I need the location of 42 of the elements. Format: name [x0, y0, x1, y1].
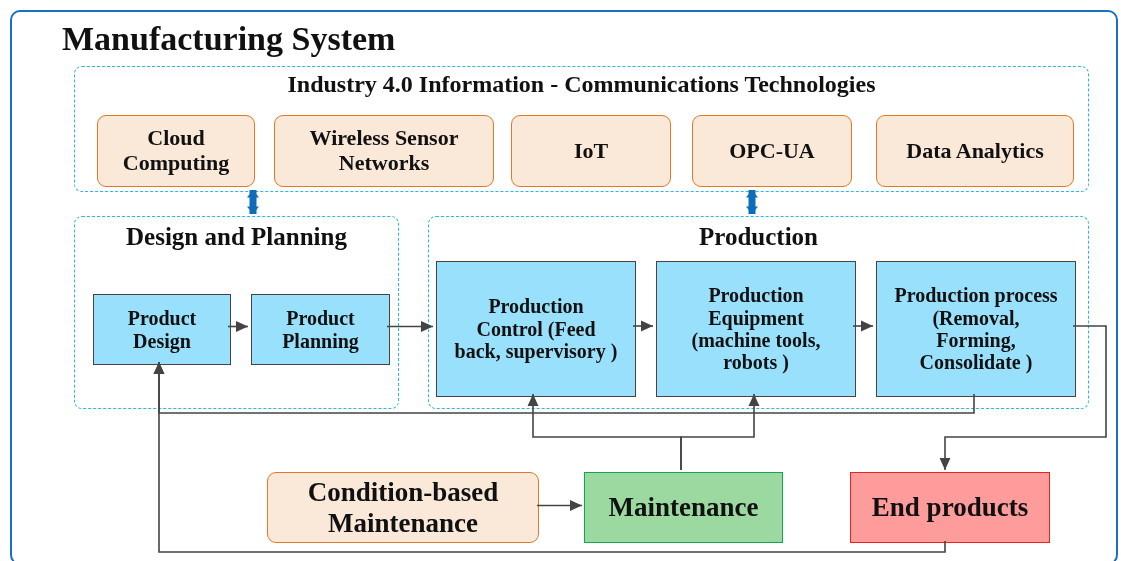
technology-box	[692, 115, 852, 187]
process-box	[656, 261, 856, 397]
outer-frame	[10, 10, 1118, 561]
process-box	[876, 261, 1076, 397]
process-box	[436, 261, 636, 397]
arrow	[632, 320, 654, 332]
dashed-group	[428, 216, 1089, 409]
box-label: Wireless Sensor Networks	[308, 126, 460, 176]
frame-title: Manufacturing System	[62, 20, 396, 58]
dashed-group	[74, 216, 399, 409]
box-label: Production process (Removal, Forming, Consolidate )	[893, 284, 1059, 374]
group-title: Industry 4.0 Information - Communications Technologies	[286, 71, 877, 98]
technology-box	[274, 115, 494, 187]
technology-box	[267, 472, 539, 543]
process-box	[93, 294, 231, 365]
technology-box	[511, 115, 671, 187]
box-label: Production Control (Feed back, supervisory )	[453, 295, 619, 363]
box-label: Maintenance	[608, 492, 759, 523]
arrow	[386, 321, 434, 332]
arrow	[939, 325, 1107, 471]
arrow	[227, 321, 249, 332]
group-title: Design and Planning	[125, 223, 348, 251]
arrow	[680, 393, 760, 471]
box-label: IoT	[573, 138, 609, 164]
output-box	[850, 472, 1050, 543]
box-label: Data Analytics	[906, 138, 1044, 164]
technology-box	[97, 115, 255, 187]
box-label: End products	[871, 492, 1029, 523]
box-label: Product Planning	[281, 307, 360, 352]
arrow	[153, 361, 946, 553]
box-label: OPC-UA	[729, 138, 815, 164]
box-label: Production Equipment (machine tools, robots )	[690, 284, 822, 374]
box-label: Cloud Computing	[121, 126, 231, 176]
arrow	[852, 320, 874, 332]
technology-box	[876, 115, 1074, 187]
arrow	[536, 500, 583, 511]
maintenance-box	[584, 472, 783, 543]
process-box	[251, 294, 390, 365]
group-title: Production	[698, 223, 819, 251]
box-label: Condition-based Maintenance	[306, 477, 500, 538]
dashed-group	[74, 66, 1089, 192]
box-label: Product Design	[126, 307, 198, 352]
